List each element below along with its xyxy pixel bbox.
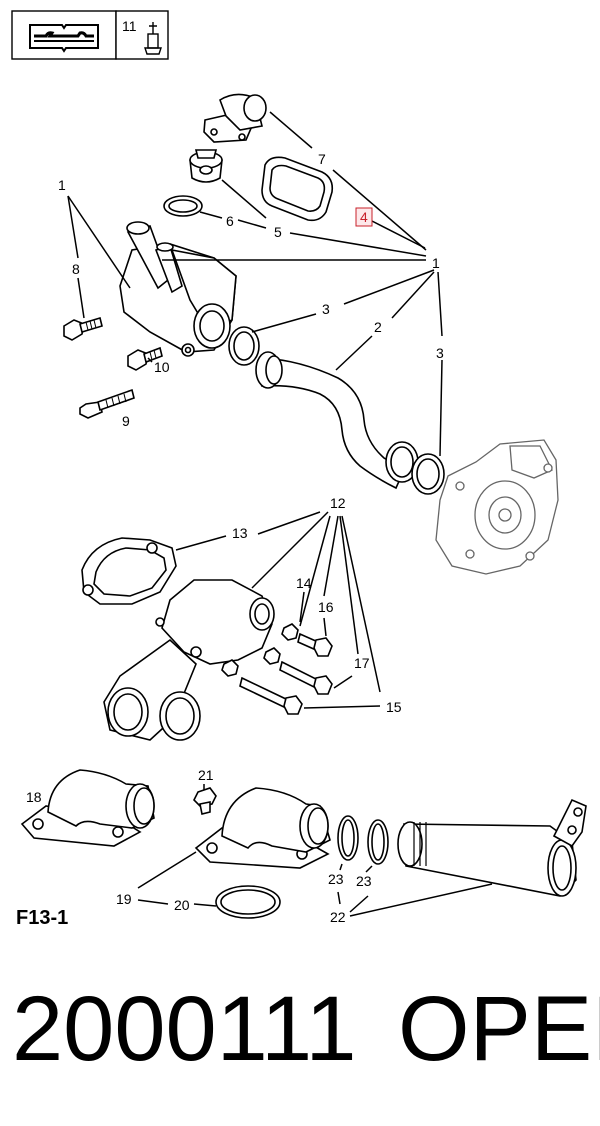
callout-12: 12 — [330, 495, 346, 511]
middle-assembly — [81, 511, 381, 741]
callout-16: 16 — [318, 599, 334, 615]
bolt-9 — [79, 388, 135, 419]
callout-18: 18 — [26, 789, 42, 805]
bolt-16 — [297, 632, 333, 657]
seal-gasket — [261, 156, 334, 222]
nut-14b — [263, 647, 281, 665]
callout-labels: 1 1 2 3 3 4 5 6 7 8 9 10 12 13 14 15 16 … — [26, 151, 444, 925]
callout-19: 19 — [116, 891, 132, 907]
thermostat-housing-12 — [103, 579, 275, 741]
callout-13: 13 — [232, 525, 248, 541]
callout-14: 14 — [296, 575, 312, 591]
thermostat-icon — [144, 22, 162, 55]
callout-9: 9 — [122, 413, 130, 429]
outlet-elbow-18 — [20, 769, 155, 847]
bolt-15 — [239, 676, 303, 715]
header: 11 — [11, 10, 169, 60]
coolant-pipe — [255, 351, 419, 490]
bolt-17 — [279, 660, 333, 695]
callout-10: 10 — [154, 359, 170, 375]
callout-23b: 23 — [356, 873, 372, 889]
outlet-elbow-19 — [194, 787, 331, 869]
nut-14a — [281, 623, 299, 641]
callout-1a: 1 — [58, 177, 66, 193]
outlet-flange — [203, 93, 267, 143]
callout-22: 22 — [330, 909, 346, 925]
top-assembly — [63, 93, 559, 575]
thermostat — [189, 149, 223, 183]
callout-1b: 1 — [432, 255, 440, 271]
callout-7: 7 — [318, 151, 326, 167]
book-wrench-icon — [29, 24, 99, 53]
thermostat-housing — [119, 221, 237, 357]
callout-20: 20 — [174, 897, 190, 913]
bolt-8 — [63, 316, 103, 341]
callout-3b: 3 — [436, 345, 444, 361]
brand-name: OPEL — [398, 978, 600, 1080]
bottom-assembly — [20, 769, 587, 919]
water-pump — [435, 439, 559, 575]
bolt-10 — [127, 346, 163, 371]
nut-14c — [221, 659, 239, 677]
callout-5: 5 — [274, 224, 282, 240]
callout-21: 21 — [198, 767, 214, 783]
ref-number: 11 — [122, 18, 137, 34]
callout-23a: 23 — [328, 871, 344, 887]
callout-3a: 3 — [322, 301, 330, 317]
coolant-pipe-22 — [397, 798, 587, 897]
callout-4: 4 — [360, 209, 368, 225]
gasket-13 — [81, 537, 177, 605]
callout-2: 2 — [374, 319, 382, 335]
callout-6: 6 — [226, 213, 234, 229]
part-number: 2000111 — [12, 978, 357, 1080]
screw-21 — [193, 787, 217, 815]
callout-15: 15 — [386, 699, 402, 715]
callout-8: 8 — [72, 261, 80, 277]
figure-label: F13-1 — [16, 907, 68, 929]
callout-17: 17 — [354, 655, 370, 671]
